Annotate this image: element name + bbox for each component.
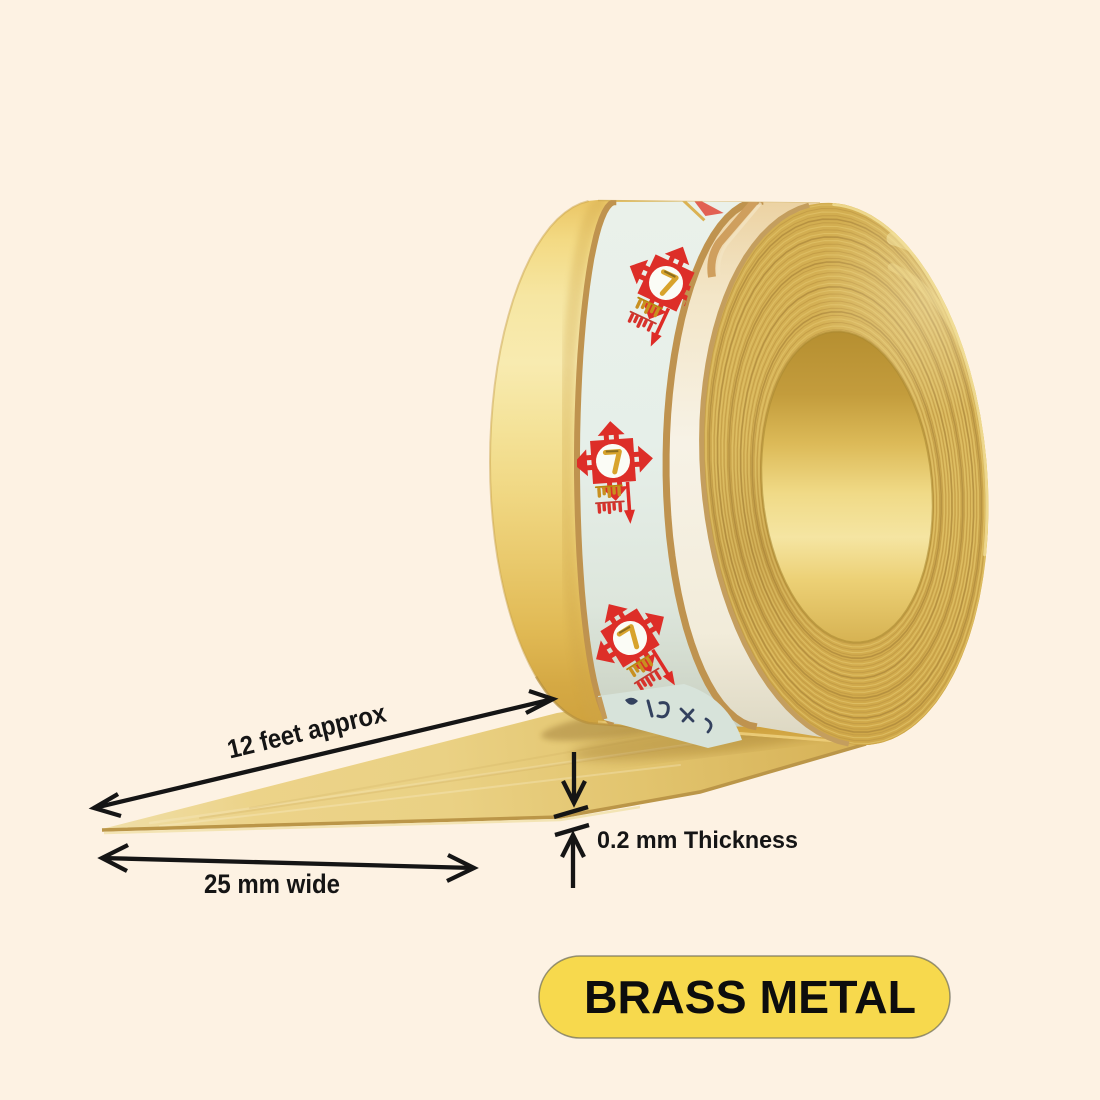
svg-text:25 mm wide: 25 mm wide: [204, 869, 340, 899]
svg-text:BRASS METAL: BRASS METAL: [584, 971, 916, 1023]
svg-text:0.2 mm Thickness: 0.2 mm Thickness: [597, 827, 798, 854]
